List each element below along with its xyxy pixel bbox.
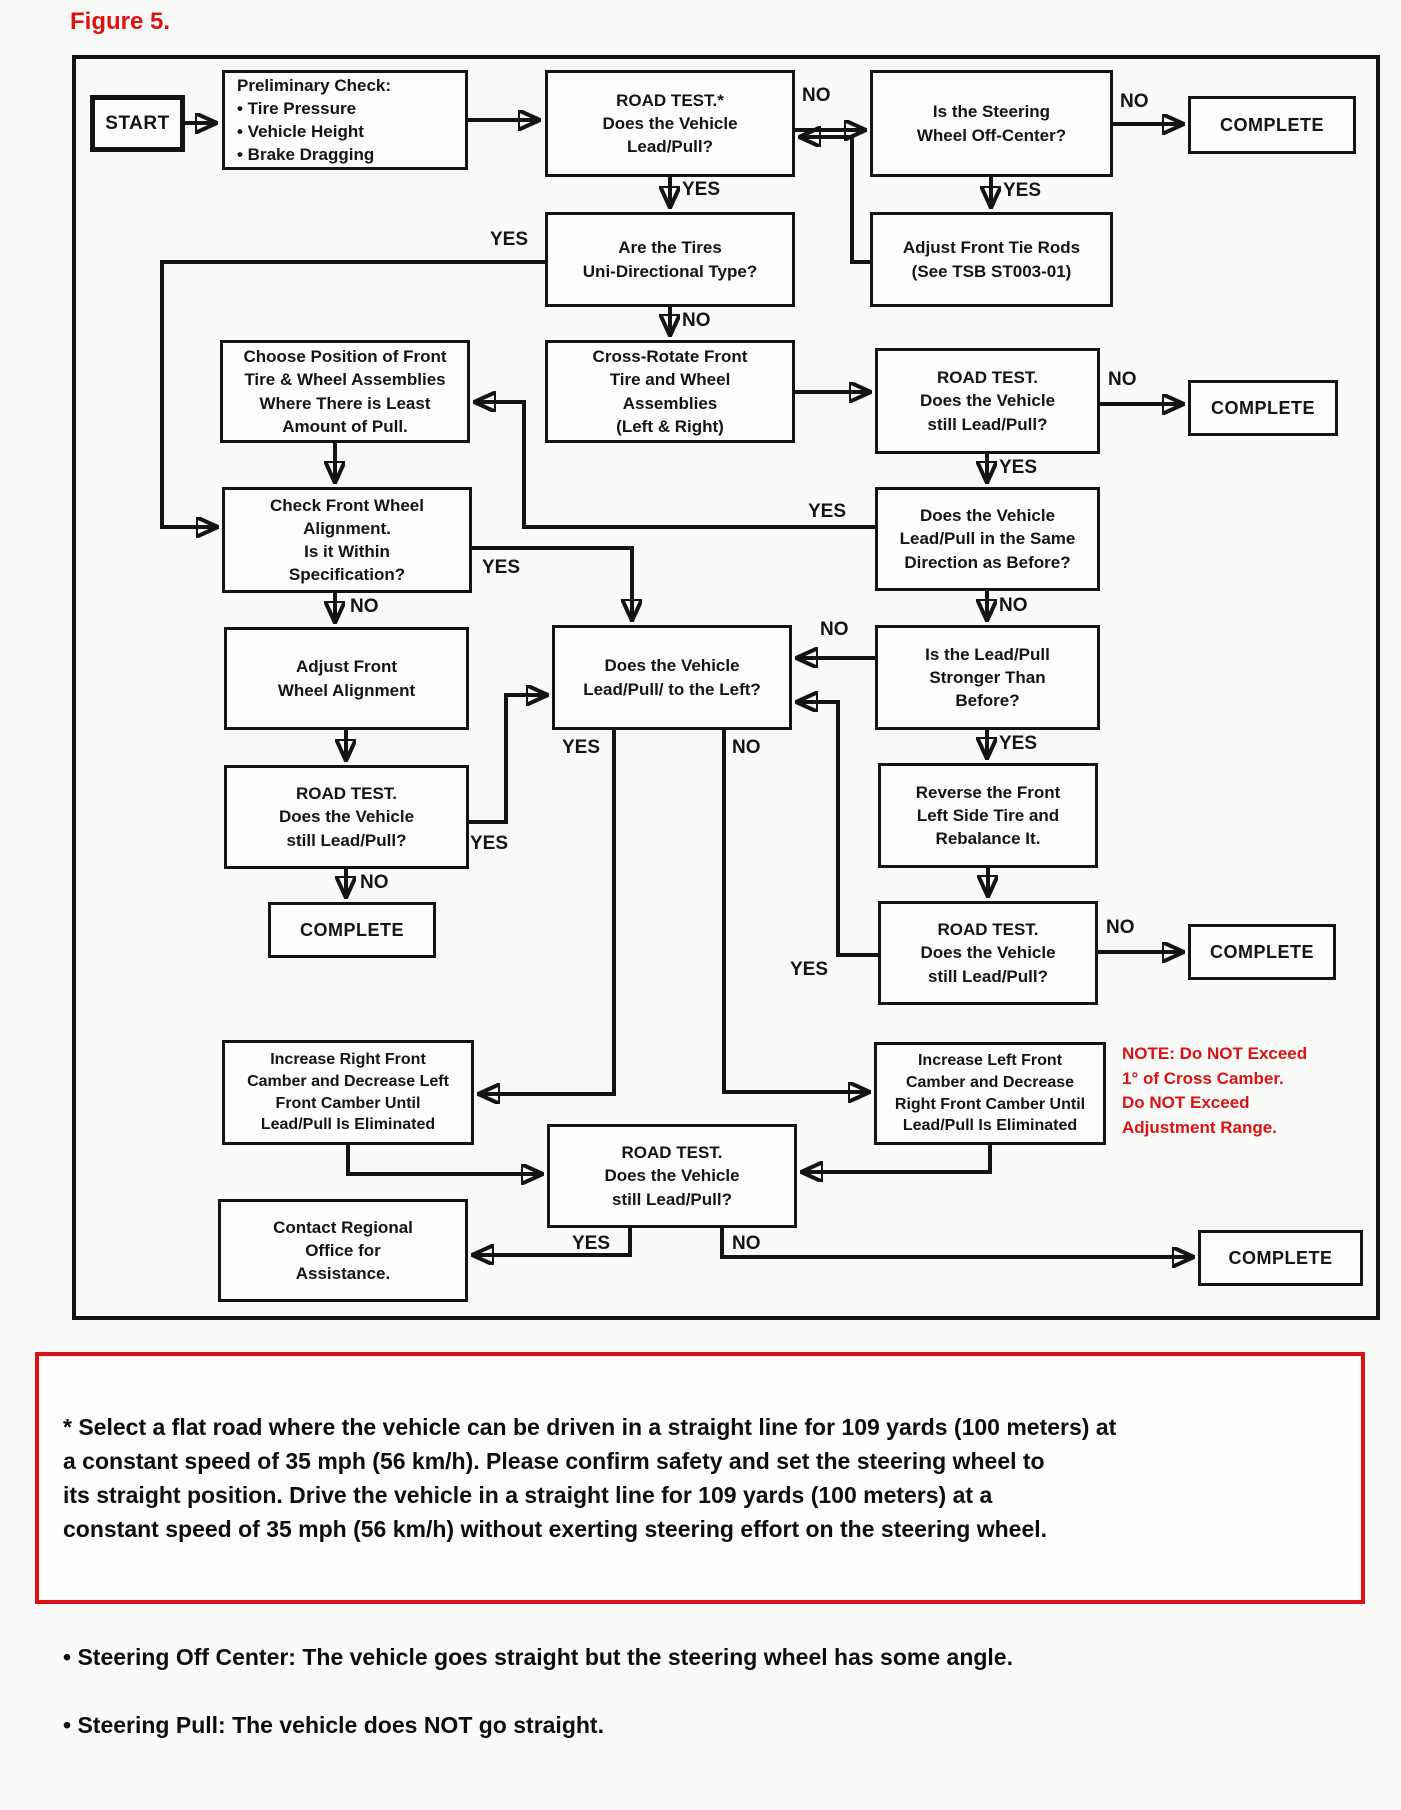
- figure-title: Figure 5.: [70, 8, 171, 35]
- edge-label-yes: YES: [999, 733, 1038, 754]
- node-complete-2: COMPLETE: [1188, 380, 1338, 436]
- node-check-alignment: Check Front Wheel Alignment. Is it Withi…: [222, 487, 472, 593]
- node-complete-4: COMPLETE: [1188, 924, 1336, 980]
- edge-label-yes: YES: [1003, 180, 1042, 201]
- edge-label-yes: YES: [790, 959, 829, 980]
- edge-label-no: NO: [999, 595, 1028, 616]
- node-road-test-4: ROAD TEST. Does the Vehicle still Lead/P…: [878, 901, 1098, 1005]
- edge-label-no: NO: [682, 310, 711, 331]
- node-increase-left-camber: Increase Left Front Camber and Decrease …: [874, 1042, 1106, 1145]
- node-road-test-5: ROAD TEST. Does the Vehicle still Lead/P…: [547, 1124, 797, 1228]
- node-complete-5: COMPLETE: [1198, 1230, 1363, 1286]
- edge-label-yes: YES: [999, 457, 1038, 478]
- edge-label-no: NO: [820, 619, 849, 640]
- footnote-bullet-pull: • Steering Pull: The vehicle does NOT go…: [63, 1712, 604, 1739]
- camber-note: NOTE: Do NOT Exceed 1° of Cross Camber. …: [1122, 1044, 1308, 1137]
- edge-label-no: NO: [802, 85, 831, 106]
- edge-label-yes: YES: [470, 833, 509, 854]
- edge-label-no: NO: [1120, 91, 1149, 112]
- node-increase-right-camber: Increase Right Front Camber and Decrease…: [222, 1040, 474, 1145]
- footnote-paragraph: * Select a flat road where the vehicle c…: [63, 1414, 1117, 1543]
- node-choose-position: Choose Position of Front Tire & Wheel As…: [220, 340, 470, 443]
- edge-label-no: NO: [1106, 917, 1135, 938]
- flowchart-frame: [72, 55, 1380, 1320]
- edge-label-no: NO: [360, 872, 389, 893]
- node-complete-1: COMPLETE: [1188, 96, 1356, 154]
- node-stronger-than-before: Is the Lead/Pull Stronger Than Before?: [875, 625, 1100, 730]
- node-adjust-tie-rods: Adjust Front Tie Rods (See TSB ST003-01): [870, 212, 1113, 307]
- node-start: START: [90, 95, 185, 152]
- node-adjust-alignment: Adjust Front Wheel Alignment: [224, 627, 469, 730]
- page: { "figure_title": "Figure 5.", "colors":…: [35, 8, 1380, 1739]
- footnote-bullet-off-center: • Steering Off Center: The vehicle goes …: [63, 1644, 1013, 1671]
- node-uni-directional: Are the Tires Uni-Directional Type?: [545, 212, 795, 307]
- edge-label-yes: YES: [808, 501, 847, 522]
- node-preliminary-check: Preliminary Check: • Tire Pressure • Veh…: [222, 70, 468, 170]
- edge-label-no: NO: [1108, 369, 1137, 390]
- node-contact-regional: Contact Regional Office for Assistance.: [218, 1199, 468, 1302]
- node-cross-rotate: Cross-Rotate Front Tire and Wheel Assemb…: [545, 340, 795, 443]
- edge-label-yes: YES: [562, 737, 601, 758]
- edge-label-yes: YES: [572, 1233, 611, 1254]
- edge-label-yes: YES: [482, 557, 521, 578]
- edge-label-no: NO: [350, 596, 379, 617]
- node-reverse-left-tire: Reverse the Front Left Side Tire and Reb…: [878, 763, 1098, 868]
- node-steering-off-center: Is the Steering Wheel Off-Center?: [870, 70, 1113, 177]
- edge-label-no: NO: [732, 1233, 761, 1254]
- node-road-test-2: ROAD TEST. Does the Vehicle still Lead/P…: [875, 348, 1100, 454]
- edge-label-yes: YES: [490, 229, 529, 250]
- footnote-bullets: • Steering Off Center: The vehicle goes …: [63, 1606, 1337, 1776]
- node-same-direction: Does the Vehicle Lead/Pull in the Same D…: [875, 487, 1100, 591]
- node-lead-pull-left: Does the Vehicle Lead/Pull/ to the Left?: [552, 625, 792, 730]
- edge-label-yes: YES: [682, 179, 721, 200]
- node-road-test-1: ROAD TEST.* Does the Vehicle Lead/Pull?: [545, 70, 795, 177]
- footnote-box: * Select a flat road where the vehicle c…: [35, 1352, 1365, 1738]
- node-complete-3: COMPLETE: [268, 902, 436, 958]
- node-road-test-3: ROAD TEST. Does the Vehicle still Lead/P…: [224, 765, 469, 869]
- edge-label-no: NO: [732, 737, 761, 758]
